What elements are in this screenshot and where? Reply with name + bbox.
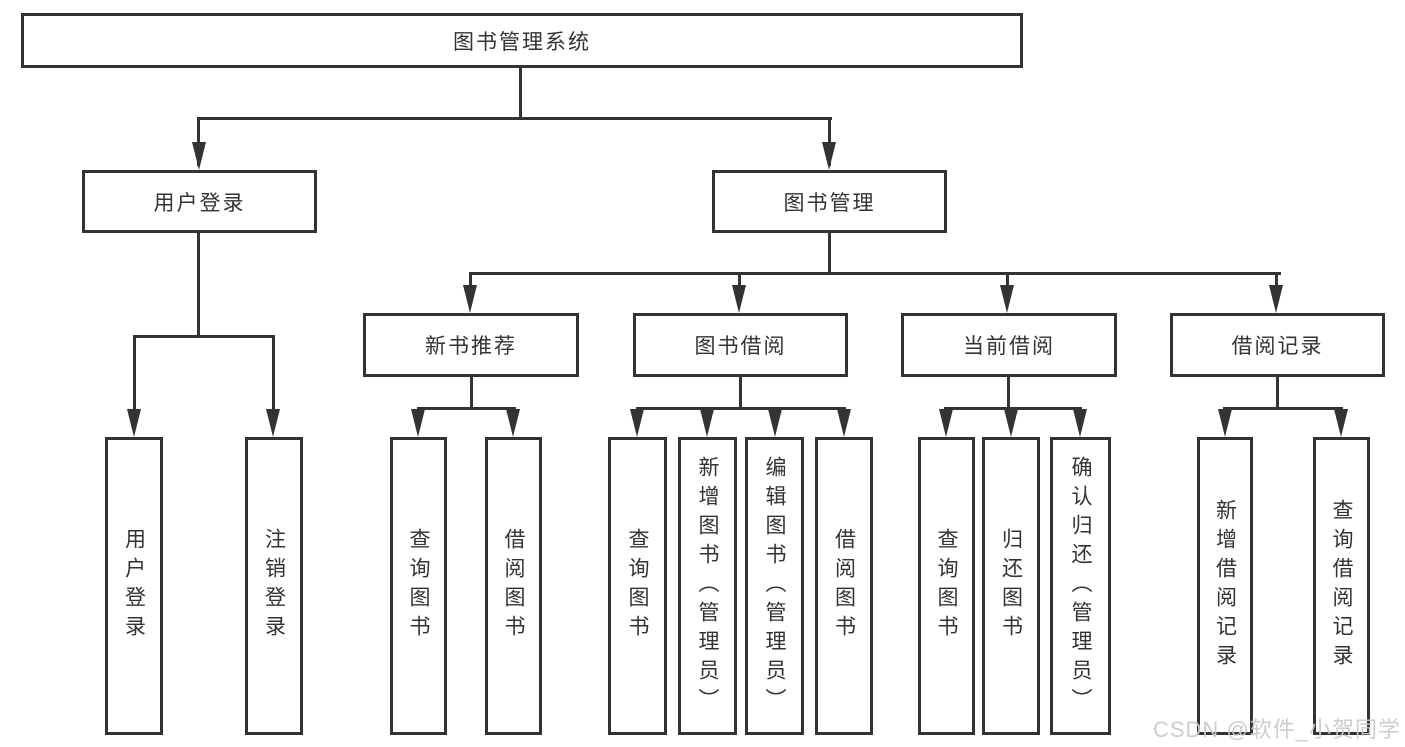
node-label: 注销登录 [262, 528, 286, 644]
connector-line [519, 68, 522, 118]
node-current-borrowing: 当前借阅 [901, 313, 1117, 377]
node-label: 借阅图书 [502, 528, 525, 644]
arrow-down-icon [1073, 409, 1087, 437]
arrow-down-icon [411, 409, 425, 437]
node-label: 归还图书 [999, 528, 1023, 644]
connector-line [1276, 377, 1279, 410]
leaf-query-book-borrowing: 查询图书 [608, 437, 667, 735]
arrow-down-icon [506, 409, 520, 437]
connector-line [1007, 377, 1010, 410]
node-label: 确认归还（管理员） [1069, 455, 1092, 717]
node-new-book-recommendation: 新书推荐 [363, 313, 579, 377]
csdn-watermark: CSDN @软件_小贺同学 [1152, 717, 1401, 742]
connector-line [272, 338, 275, 411]
arrow-down-icon [732, 285, 746, 313]
connector-line [636, 407, 846, 410]
node-label: 图书管理系统 [453, 30, 591, 54]
connector-line [739, 377, 742, 410]
leaf-return-book: 归还图书 [982, 437, 1040, 735]
node-label: 图书管理 [783, 191, 876, 215]
connector-line [738, 275, 741, 291]
leaf-borrow-book: 借阅图书 [815, 437, 873, 735]
arrow-down-icon [939, 409, 953, 437]
arrow-down-icon [1269, 285, 1283, 313]
node-label: 新增图书（管理员） [696, 455, 719, 717]
connector-line [470, 377, 473, 410]
node-user-login-group: 用户登录 [82, 170, 317, 233]
arrow-down-icon [463, 285, 477, 313]
arrow-down-icon [1004, 409, 1018, 437]
arrow-down-icon [1218, 409, 1232, 437]
connector-line [1275, 275, 1278, 291]
connector-line [469, 272, 1281, 275]
leaf-confirm-return-admin: 确认归还（管理员） [1050, 437, 1111, 735]
node-label: 查询借阅记录 [1330, 499, 1353, 673]
connector-line [1006, 275, 1009, 291]
connector-line [133, 338, 136, 411]
node-label: 查询图书 [935, 528, 958, 644]
node-label: 借阅图书 [832, 528, 856, 644]
arrow-down-icon [822, 142, 836, 170]
connector-line [469, 275, 472, 291]
node-label: 用户登录 [153, 191, 246, 215]
arrow-down-icon [630, 409, 644, 437]
node-label: 查询图书 [626, 528, 649, 644]
node-book-management-group: 图书管理 [712, 170, 947, 233]
node-label: 新增借阅记录 [1213, 499, 1237, 673]
leaf-borrow-book-recommend: 借阅图书 [485, 437, 542, 735]
arrow-down-icon [266, 409, 280, 437]
node-label: 当前借阅 [963, 335, 1055, 358]
arrow-down-icon [127, 409, 141, 437]
arrow-down-icon [192, 142, 206, 170]
leaf-query-book-current: 查询图书 [918, 437, 975, 735]
node-label: 用户登录 [122, 528, 146, 644]
connector-line [1223, 407, 1343, 410]
node-root-system: 图书管理系统 [21, 13, 1023, 68]
node-label: 新书推荐 [425, 335, 517, 358]
connector-line [133, 335, 275, 338]
arrow-down-icon [1000, 285, 1014, 313]
node-label: 查询图书 [407, 528, 430, 644]
arrow-down-icon [1334, 409, 1348, 437]
connector-line [417, 407, 516, 410]
leaf-edit-book-admin: 编辑图书（管理员） [745, 437, 804, 735]
arrow-down-icon [700, 409, 714, 437]
connector-line [828, 233, 831, 275]
leaf-logout: 注销登录 [245, 437, 303, 735]
connector-line [944, 407, 1082, 410]
leaf-user-login: 用户登录 [105, 437, 163, 735]
node-book-borrowing: 图书借阅 [633, 313, 848, 377]
node-label: 借阅记录 [1231, 335, 1324, 358]
leaf-add-book-admin: 新增图书（管理员） [678, 437, 737, 735]
node-label: 编辑图书（管理员） [763, 455, 786, 717]
leaf-query-book-recommend: 查询图书 [390, 437, 447, 735]
leaf-query-borrow-record: 查询借阅记录 [1313, 437, 1370, 735]
connector-line [197, 233, 200, 338]
arrow-down-icon [768, 409, 782, 437]
connector-line [197, 117, 832, 120]
leaf-add-borrow-record: 新增借阅记录 [1197, 437, 1253, 735]
node-borrowing-records: 借阅记录 [1170, 313, 1385, 377]
arrow-down-icon [837, 409, 851, 437]
node-label: 图书借阅 [694, 335, 787, 358]
